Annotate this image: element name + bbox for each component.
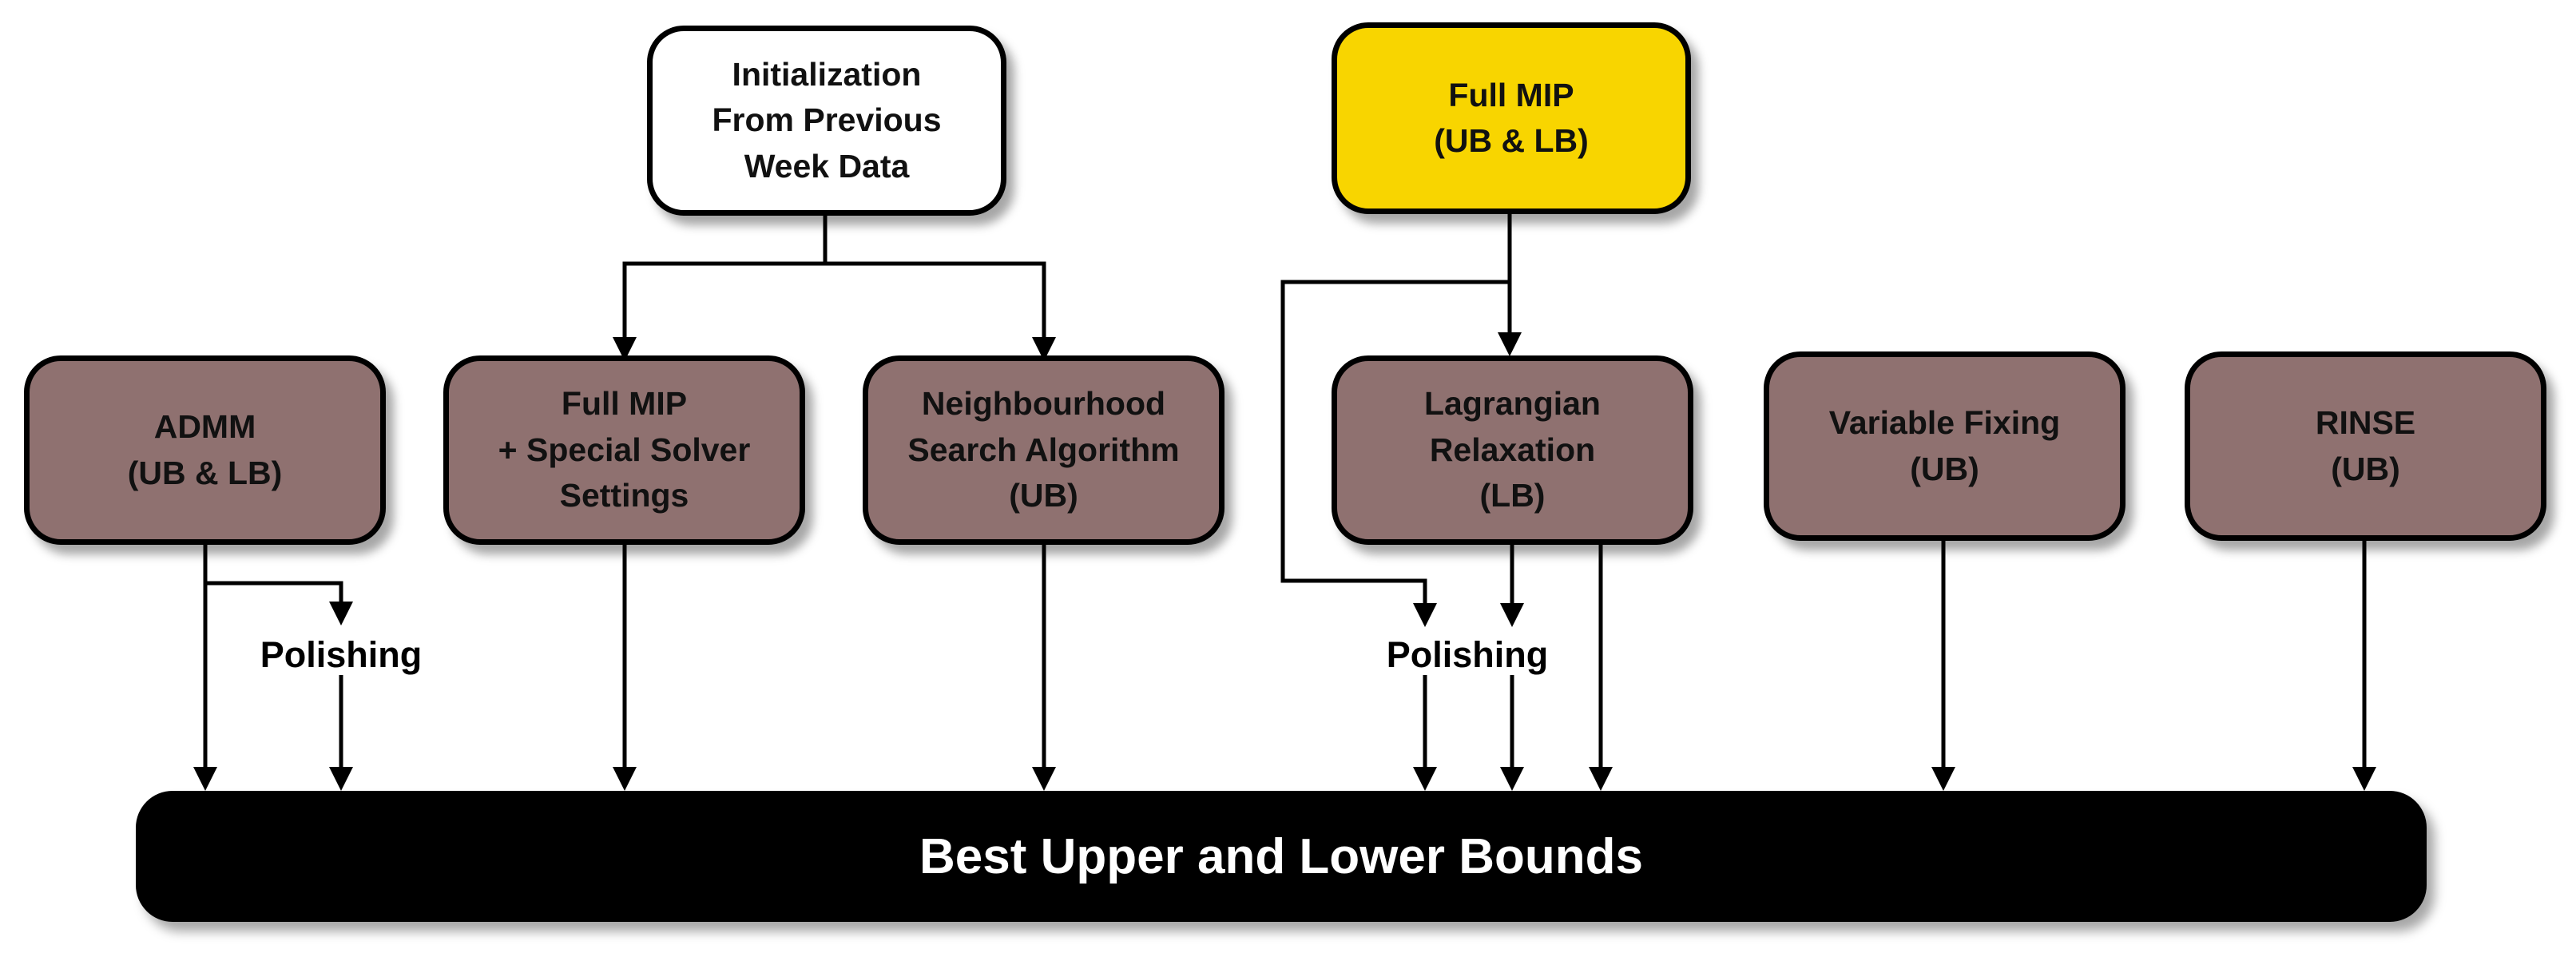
- best-bounds-bar: Best Upper and Lower Bounds: [136, 791, 2427, 922]
- connector-init-to-full-mip-special: [613, 261, 825, 361]
- admm-box: ADMM (UB & LB): [24, 355, 386, 545]
- admm-label: ADMM (UB & LB): [127, 408, 283, 491]
- full-mip-top-box: Full MIP (UB & LB): [1332, 22, 1691, 214]
- neighbourhood-box: Neighbourhood Search Algorithm (UB): [863, 355, 1224, 545]
- connector-admm-to-polishing-left: [205, 581, 353, 625]
- variable-fixing-box: Variable Fixing (UB): [1764, 351, 2125, 541]
- full-mip-special-box: Full MIP + Special Solver Settings: [443, 355, 805, 545]
- polishing-right-label: Polishing: [1386, 634, 1549, 675]
- polishing-left-label: Polishing: [260, 634, 423, 675]
- rinse-label: RINSE (UB): [2315, 404, 2416, 487]
- variable-fixing-label: Variable Fixing (UB): [1828, 404, 2061, 487]
- connector-init-to-neighbourhood: [825, 261, 1056, 361]
- lagrangian-label: Lagrangian Relaxation (LB): [1424, 385, 1601, 514]
- best-bounds-label: Best Upper and Lower Bounds: [919, 828, 1643, 884]
- connector-full-mip-to-polishing-right: [1280, 280, 1510, 627]
- full-mip-special-label: Full MIP + Special Solver Settings: [498, 385, 751, 514]
- initialization-label: Initialization From Previous Week Data: [712, 55, 942, 185]
- full-mip-top-label: Full MIP (UB & LB): [1434, 76, 1589, 159]
- lagrangian-box: Lagrangian Relaxation (LB): [1332, 355, 1693, 545]
- neighbourhood-label: Neighbourhood Search Algorithm (UB): [907, 385, 1180, 514]
- rinse-box: RINSE (UB): [2185, 351, 2546, 541]
- initialization-box: Initialization From Previous Week Data: [647, 26, 1006, 216]
